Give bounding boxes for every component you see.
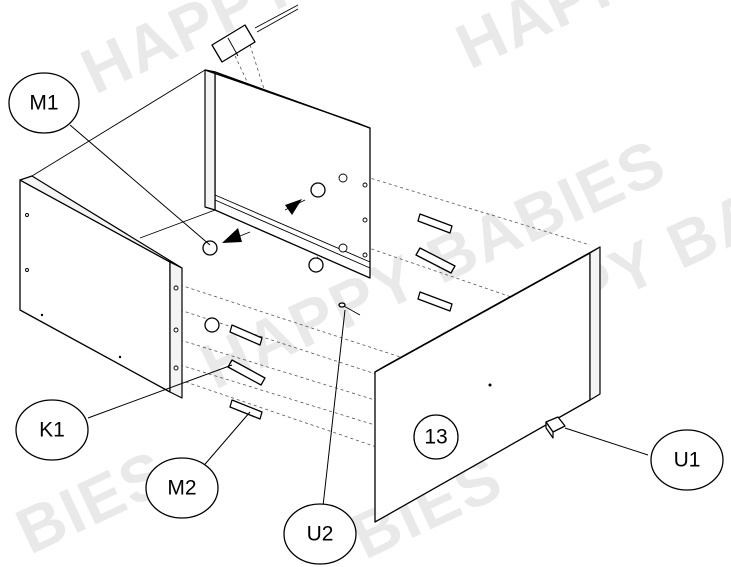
watermark-2: HAPPY BABIES (445, 0, 731, 83)
label-k1-text: K1 (39, 419, 65, 442)
label-m2-text: M2 (167, 477, 196, 500)
label-u2-text: U2 (307, 523, 334, 546)
leader-lines (69, 124, 649, 516)
cap-u1 (545, 416, 566, 439)
label-k1: K1 (15, 399, 89, 461)
label-u1-text: U1 (674, 449, 701, 472)
left-side-panel (19, 69, 216, 399)
label-panel-13-text: 13 (424, 426, 447, 449)
screwdriver-icon (211, 4, 299, 63)
dowels-and-bolts (227, 213, 456, 420)
label-m1: M1 (8, 72, 80, 134)
cam-lock-parts (202, 182, 326, 333)
label-panel-13: 13 (413, 414, 459, 460)
label-u2: U2 (283, 503, 357, 565)
label-m2: M2 (145, 457, 219, 519)
label-u1: U1 (650, 429, 724, 491)
screw-u2 (338, 302, 361, 316)
label-m1-text: M1 (29, 92, 58, 115)
insert-arrows (222, 199, 306, 243)
back-panel (204, 69, 371, 279)
